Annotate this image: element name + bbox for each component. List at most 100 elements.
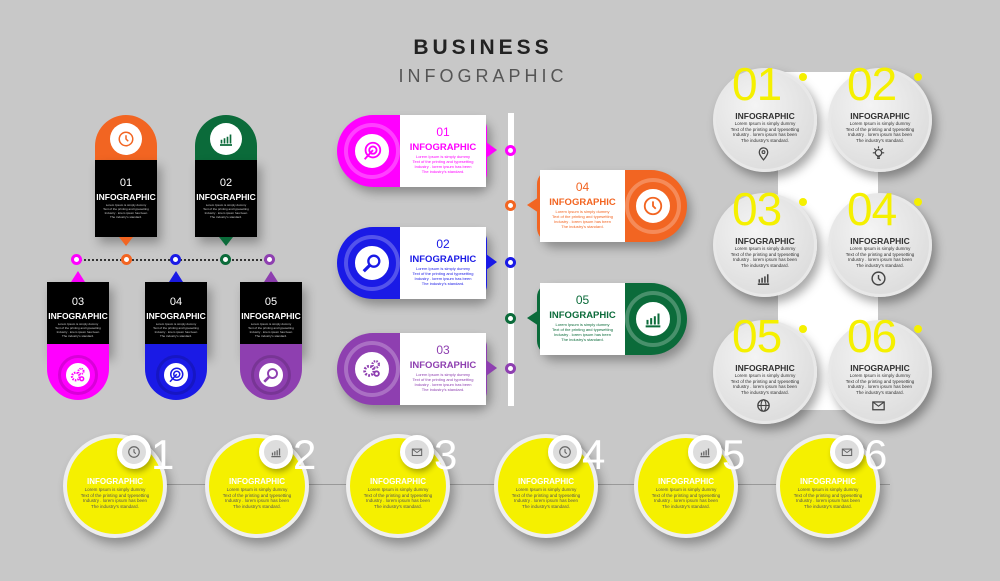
yellow-dot xyxy=(914,73,922,81)
icon-circle xyxy=(110,123,142,155)
yellow-number: 2 xyxy=(293,431,317,478)
pin-heading: INFOGRAPHIC xyxy=(241,311,301,321)
disc-number: 03 xyxy=(732,183,782,235)
icon-circle xyxy=(629,182,677,230)
connector-dot xyxy=(121,254,132,265)
search-icon xyxy=(361,252,383,274)
disc-heading: INFOGRAPHIC xyxy=(850,111,910,121)
pin-body xyxy=(145,282,207,354)
icon-circle xyxy=(210,123,242,155)
timeline-dot xyxy=(505,257,516,268)
clock-icon xyxy=(558,445,572,459)
icon-circle xyxy=(348,127,396,175)
tab-pointer xyxy=(527,197,539,213)
tab-number: 05 xyxy=(575,293,590,307)
pin-heading: INFOGRAPHIC xyxy=(48,311,108,321)
icon-badge xyxy=(117,435,151,469)
timeline-dot xyxy=(505,145,516,156)
icon-circle xyxy=(348,345,396,393)
pin-number: 02 xyxy=(219,177,233,189)
tab-number: 02 xyxy=(436,237,450,251)
tab-number: 01 xyxy=(436,125,450,139)
pin-pointer xyxy=(119,237,133,246)
pin-body xyxy=(195,160,257,237)
icon-badge xyxy=(688,435,722,469)
tab-number: 04 xyxy=(575,180,590,194)
disc-heading: INFOGRAPHIC xyxy=(850,363,910,373)
yellow-heading: INFOGRAPHIC xyxy=(87,477,143,486)
pin-body xyxy=(95,160,157,237)
yellow-dot xyxy=(914,325,922,333)
disc-heading: INFOGRAPHIC xyxy=(735,236,795,246)
globe-icon xyxy=(755,397,772,414)
clock-icon xyxy=(642,195,664,217)
timeline-dot xyxy=(505,363,516,374)
disc-number: 01 xyxy=(732,58,782,110)
icon-circle xyxy=(58,355,98,395)
tab-pointer xyxy=(486,254,497,270)
yellow-heading: INFOGRAPHIC xyxy=(229,477,285,486)
yellow-number: 3 xyxy=(434,431,458,478)
gears-icon xyxy=(69,366,87,384)
disc-icon-wrap xyxy=(755,270,772,292)
yellow-number: 6 xyxy=(864,431,888,478)
tab-panel xyxy=(540,283,625,355)
pin-number: 05 xyxy=(264,296,278,308)
gears-icon xyxy=(361,358,383,380)
icon-circle xyxy=(251,355,291,395)
pin-body xyxy=(47,282,109,354)
pin-number: 04 xyxy=(169,296,183,308)
disc-number: 02 xyxy=(847,58,897,110)
disc-icon-wrap xyxy=(870,270,887,292)
title-infographic: INFOGRAPHIC xyxy=(398,66,568,86)
yellow-dot xyxy=(914,198,922,206)
timeline-dot xyxy=(505,313,516,324)
yellow-connector xyxy=(70,484,890,485)
bulb-icon xyxy=(870,145,887,162)
icon-badge xyxy=(400,435,434,469)
title-business: BUSINESS xyxy=(413,36,553,59)
icon-badge xyxy=(830,435,864,469)
disc-icon-wrap xyxy=(755,145,772,167)
disc-icon-wrap xyxy=(870,145,887,167)
tab-pointer xyxy=(486,142,497,158)
search-icon xyxy=(262,366,280,384)
yellow-heading: INFOGRAPHIC xyxy=(370,477,426,486)
yellow-number: 5 xyxy=(722,431,746,478)
chart-icon xyxy=(642,308,664,330)
tab-heading: INFOGRAPHIC xyxy=(409,142,477,153)
tab-heading: INFOGRAPHIC xyxy=(409,360,477,371)
tab-pointer xyxy=(527,310,539,326)
pin-pointer xyxy=(169,271,183,282)
disc-number: 04 xyxy=(847,183,897,235)
tab-heading: INFOGRAPHIC xyxy=(549,197,616,208)
connector-dot xyxy=(170,254,181,265)
timeline-dot xyxy=(505,200,516,211)
tab-number: 03 xyxy=(436,343,450,357)
pin-heading: INFOGRAPHIC xyxy=(96,192,156,202)
mail-icon xyxy=(840,445,854,459)
